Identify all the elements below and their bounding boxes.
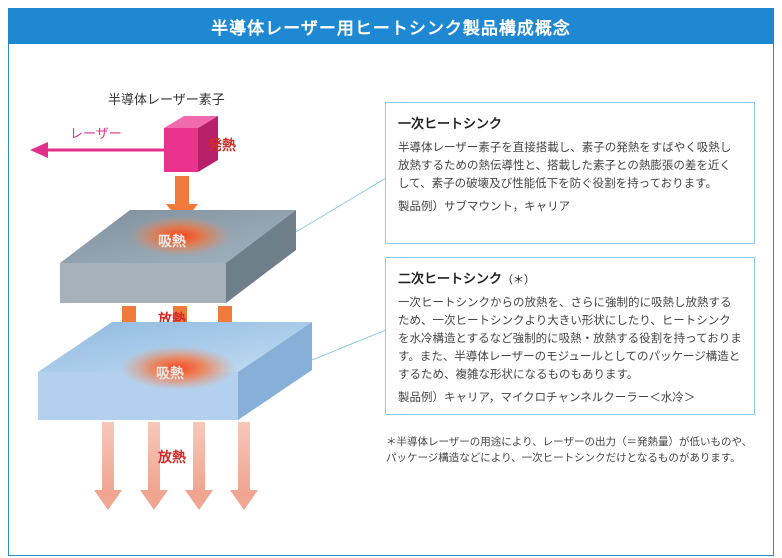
- absorb-glow-2: [120, 346, 236, 390]
- absorb-label-2: 吸熱: [156, 365, 184, 382]
- secondary-heatsink-description: 一次ヒートシンクからの放熱を、さらに強制的に吸熱し放熱するため、一次ヒートシンク…: [398, 295, 742, 381]
- release-label-2: 放熱: [157, 449, 186, 466]
- laser-arrow: [30, 142, 168, 158]
- footnote: ＊半導体レーザーの用途により、レーザーの出力（＝発熱量）が低いものや、パッケージ…: [386, 436, 753, 464]
- figure-title: 半導体レーザー用ヒートシンク製品構成概念: [8, 8, 774, 44]
- secondary-heatsink-title: 二次ヒートシンク: [398, 272, 503, 287]
- connector-line-secondary: [311, 329, 387, 361]
- secondary-heatsink-heading: 二次ヒートシンク（＊）: [398, 268, 742, 287]
- absorb-glow-1: [130, 216, 230, 256]
- secondary-heatsink-box: 二次ヒートシンク（＊） 一次ヒートシンクからの放熱を、さらに強制的に吸熱し放熱す…: [385, 257, 755, 415]
- primary-heatsink-title: 一次ヒートシンク: [398, 117, 503, 132]
- secondary-heatsink-example: 製品例）キャリア，マイクロチャンネルクーラー＜水冷＞: [398, 390, 696, 404]
- laser-label: レーザー: [70, 127, 122, 142]
- primary-heatsink-box: 一次ヒートシンク 半導体レーザー素子を直接搭載し、素子の発熱をすばやく吸熱し放熱…: [385, 102, 755, 244]
- heat-generation-label: 発熱: [207, 137, 236, 154]
- secondary-heatsink-mark: （＊）: [502, 273, 536, 286]
- primary-heatsink-example: 製品例）サブマウント，キャリア: [398, 199, 571, 213]
- primary-heatsink-description: 半導体レーザー素子を直接搭載し、素子の発熱をすばやく吸熱し放熱するための熱伝導性…: [398, 140, 732, 190]
- chip-label: 半導体レーザー素子: [108, 93, 225, 108]
- release-arrows-2: [94, 422, 258, 510]
- laser-chip: [164, 116, 218, 172]
- connector-line-primary: [295, 177, 387, 233]
- absorb-label-1: 吸熱: [158, 233, 186, 250]
